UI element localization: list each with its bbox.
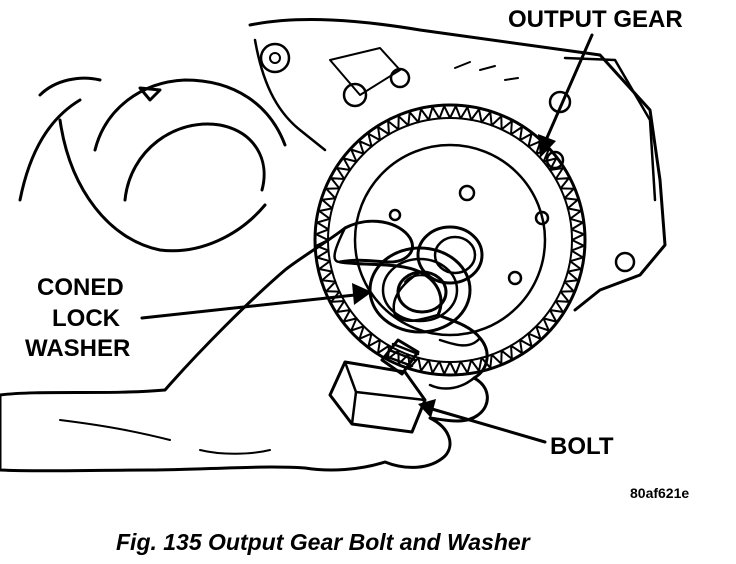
- figure-caption: Fig. 135 Output Gear Bolt and Washer: [116, 529, 531, 555]
- coned-lock-washer: [368, 246, 472, 334]
- coned-lock-washer-label-line3: WASHER: [25, 335, 130, 362]
- coned-lock-washer-label-line2: LOCK: [52, 305, 121, 332]
- bolt-label: BOLT: [550, 433, 614, 460]
- gear-hub: [416, 225, 484, 285]
- output-gear-label: OUTPUT GEAR: [508, 6, 683, 33]
- bolt: [328, 338, 427, 434]
- coned-lock-washer-label-line1: CONED: [37, 274, 124, 301]
- transfer-case-housing: [248, 18, 667, 312]
- bolt-leader: [418, 399, 547, 444]
- coned-lock-washer-leader: [140, 283, 372, 320]
- gear-teeth: [315, 105, 585, 375]
- housing-cylinder: [18, 76, 287, 253]
- image-code: 80af621e: [630, 485, 689, 501]
- hand: [0, 219, 489, 473]
- output-gear-leader: [538, 33, 594, 158]
